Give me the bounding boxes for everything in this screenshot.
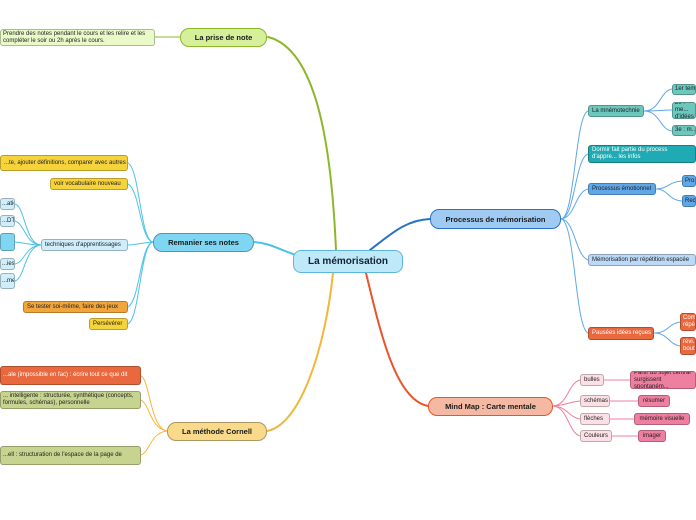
technique-item-3[interactable]: [0, 233, 15, 251]
leaf-se-tester[interactable]: Se tester soi-même, faire des jeux: [23, 301, 128, 313]
mnemo-item-3[interactable]: 3e : m...: [672, 125, 696, 136]
emo-item-1[interactable]: Pro...: [682, 175, 696, 187]
link-cornell: [266, 272, 334, 432]
mindmap-detail-fleches[interactable]: mémoire visuelle: [634, 413, 690, 425]
branch-processus-memorisation[interactable]: Processus de mémorisation: [430, 209, 561, 229]
leaf-processus-emotionnel[interactable]: Processus émotionnel: [588, 183, 656, 195]
branch-methode-cornell[interactable]: La méthode Cornell: [167, 422, 267, 441]
mindmap-item-bulles[interactable]: bulles: [580, 374, 604, 386]
leaf-techniques-apprentissages[interactable]: techniques d'apprentissages: [41, 239, 128, 251]
root-node[interactable]: La mémorisation: [293, 250, 403, 273]
mnemo-item-2[interactable]: 2e : me... d'idées...: [672, 102, 696, 119]
leaf-cornell-structuration[interactable]: ...ell : structuration de l'espace de la…: [0, 446, 141, 465]
leaf-vocabulaire[interactable]: voir vocabulaire nouveau: [50, 178, 128, 190]
mindmap-detail-schemas[interactable]: résumer: [638, 395, 670, 407]
link-processus: [369, 218, 431, 251]
branch-remanier-ses-notes[interactable]: Remanier ses notes: [153, 233, 254, 252]
technique-item-1[interactable]: ...ation: [0, 198, 15, 210]
mindmap-detail-bulles[interactable]: Partir du sujet central surgissent spont…: [630, 371, 696, 389]
leaf-completer-notes[interactable]: ...te, ajouter définitions, comparer ave…: [0, 155, 128, 171]
technique-item-2[interactable]: ...DT): [0, 215, 15, 227]
leaf-perseverer[interactable]: Persévérer: [89, 318, 128, 330]
branch-prise-de-note[interactable]: La prise de note: [180, 28, 267, 47]
link-mindmap: [365, 272, 429, 407]
leaf-prise-notes[interactable]: Prendre des notes pendant le cours et le…: [0, 29, 155, 46]
link-remanier: [253, 241, 297, 256]
mnemo-item-1[interactable]: 1er tem...: [672, 84, 696, 95]
leaf-mnemotechnie[interactable]: La mnémotechnie: [588, 105, 644, 117]
leaf-cornell-integrale[interactable]: ...ale (impossible en fac) : écrire tout…: [0, 366, 141, 385]
branch-mind-map[interactable]: Mind Map : Carte mentale: [428, 397, 553, 416]
mindmap-detail-couleurs[interactable]: imager: [638, 430, 666, 442]
leaf-repetition-espacee[interactable]: Mémorisation par répétition espacée: [588, 254, 696, 266]
leaf-pausees-idees-recues[interactable]: Pausées idées reçues: [588, 327, 654, 340]
leaf-dormir[interactable]: Dormir fait partie du process d'appre...…: [588, 145, 696, 163]
mindmap-item-couleurs[interactable]: Couleurs: [580, 430, 612, 442]
pause-item-1[interactable]: Com... répé...: [680, 313, 696, 331]
technique-item-5[interactable]: ...me: [0, 273, 15, 289]
mindmap-item-schemas[interactable]: schémas: [580, 395, 610, 407]
leaf-cornell-intelligente[interactable]: ... intelligente : structurée, synthétiq…: [0, 391, 141, 409]
link-prise: [267, 36, 337, 251]
technique-item-4[interactable]: ...ies): [0, 258, 15, 270]
emo-item-2[interactable]: Rec...: [682, 195, 696, 207]
mindmap-item-fleches[interactable]: flèches: [580, 413, 610, 425]
pause-item-2[interactable]: révi... bout...: [680, 337, 696, 355]
